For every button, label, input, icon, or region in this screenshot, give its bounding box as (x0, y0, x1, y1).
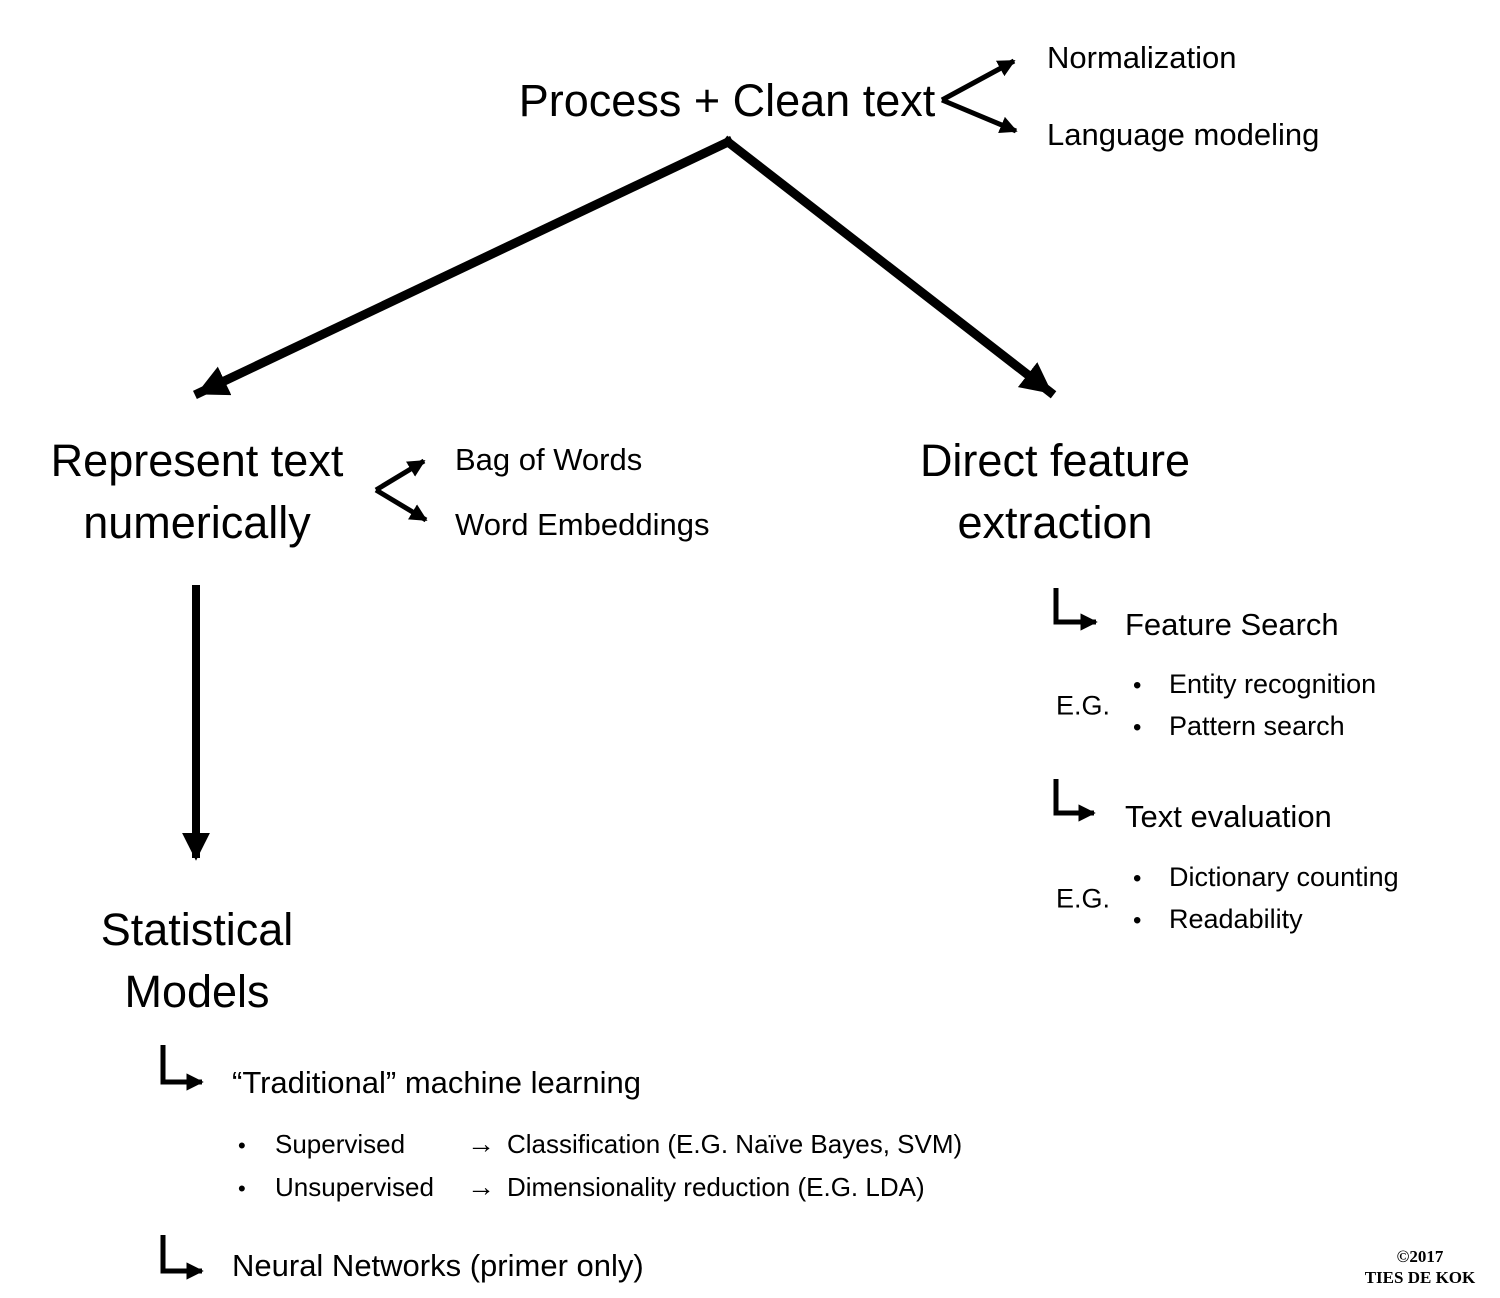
bullet-icon: • (1133, 672, 1142, 699)
bullet-icon: • (1133, 865, 1142, 892)
fork-left-upper-arrow (374, 458, 426, 493)
list-item: • Entity recognition (1133, 664, 1376, 706)
list-item: • Readability (1133, 899, 1399, 941)
example-pattern-search: Pattern search (1169, 711, 1345, 741)
label-text-evaluation: Text evaluation (1125, 799, 1332, 834)
bullet-icon: • (1133, 907, 1142, 934)
branch-left-arrow (193, 136, 734, 399)
fork-top-lower-arrow (941, 97, 1018, 134)
right-arrow-icon: → (467, 1171, 495, 1202)
elbow-arrow-traditional-ml (160, 1045, 204, 1091)
elbow-arrow-neural-networks (160, 1235, 204, 1280)
node-bag-of-words: Bag of Words (455, 442, 643, 477)
node-statistical-line2: Models (124, 966, 270, 1017)
example-readability: Readability (1169, 904, 1303, 934)
elbow-arrow-feature-search (1053, 588, 1098, 631)
label-neural-networks: Neural Networks (primer only) (232, 1248, 644, 1283)
example-list-feature-search: • Entity recognition • Pattern search (1133, 664, 1376, 748)
node-statistical-models: Statistical Models (101, 899, 294, 1023)
list-item: • Supervised → Classification (E.G. Naïv… (238, 1123, 962, 1166)
node-language-modeling: Language modeling (1047, 117, 1320, 152)
copyright-year: ©2017 (1396, 1247, 1444, 1266)
term-supervised: Supervised (275, 1129, 406, 1159)
node-direct-feature-extraction: Direct feature extraction (920, 430, 1190, 554)
list-item: • Pattern search (1133, 706, 1376, 748)
eg-label-feature-search: E.G. (1056, 690, 1111, 721)
right-arrow-icon: → (467, 1128, 495, 1159)
branch-right-arrow (721, 135, 1057, 399)
copyright-author: TIES DE KOK (1364, 1268, 1476, 1287)
list-item: • Dictionary counting (1133, 857, 1399, 899)
node-word-embeddings: Word Embeddings (455, 507, 710, 542)
example-list-text-evaluation: • Dictionary counting • Readability (1133, 857, 1399, 941)
eg-label-text-evaluation: E.G. (1056, 883, 1111, 914)
node-statistical-line1: Statistical (100, 904, 294, 955)
node-represent-line2: numerically (83, 497, 311, 548)
copyright-credit: ©2017 TIES DE KOK (1340, 1246, 1500, 1288)
fork-top-upper-arrow (940, 58, 1016, 103)
example-dictionary-counting: Dictionary counting (1169, 862, 1399, 892)
node-represent-text-numerically: Represent text numerically (51, 430, 344, 554)
bullet-icon: • (1133, 714, 1142, 741)
node-process-clean-text: Process + Clean text (518, 75, 936, 126)
term-unsupervised: Unsupervised (275, 1172, 434, 1202)
bullet-icon: • (238, 1176, 246, 1201)
label-traditional-ml: “Traditional” machine learning (232, 1065, 641, 1100)
fork-left-lower-arrow (374, 487, 428, 523)
label-feature-search: Feature Search (1125, 607, 1339, 642)
list-item: • Unsupervised → Dimensionality reductio… (238, 1166, 962, 1209)
desc-supervised: Classification (E.G. Naïve Bayes, SVM) (507, 1129, 963, 1159)
traditional-ml-bullet-list: • Supervised → Classification (E.G. Naïv… (238, 1123, 962, 1209)
node-normalization: Normalization (1047, 40, 1237, 75)
node-represent-line1: Represent text (50, 435, 344, 486)
example-entity-recognition: Entity recognition (1169, 669, 1377, 699)
bullet-icon: • (238, 1133, 246, 1158)
elbow-arrow-text-evaluation (1053, 779, 1096, 822)
desc-unsupervised: Dimensionality reduction (E.G. LDA) (507, 1172, 925, 1202)
node-direct-line1: Direct feature (919, 435, 1191, 486)
node-direct-line2: extraction (957, 497, 1153, 548)
